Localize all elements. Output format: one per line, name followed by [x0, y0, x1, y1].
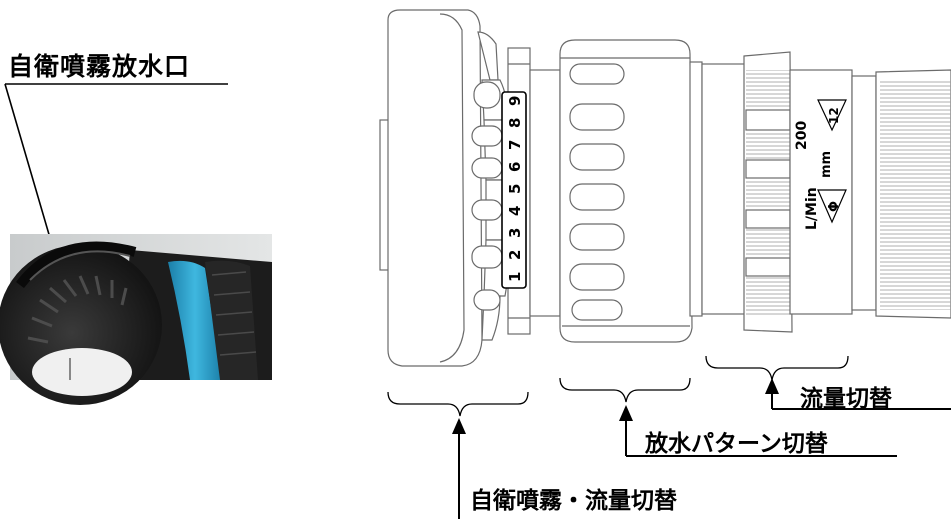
arrow-pattern [619, 405, 897, 457]
size-value: 12 [827, 107, 841, 124]
size-symbol: Φ [827, 201, 842, 212]
nozzle-photo [0, 234, 272, 405]
brace-flow [705, 355, 849, 381]
brace-pattern [559, 377, 691, 403]
dial-number: 6 [506, 162, 524, 172]
arrow-flow [765, 378, 951, 410]
dial-number: 5 [506, 184, 524, 194]
brace-self-fog [387, 391, 529, 417]
dial-number: 7 [506, 140, 524, 150]
dial-number: 3 [506, 228, 524, 238]
nozzle-drawing [379, 9, 951, 367]
label-pattern-switch: 放水パターン切替 [645, 431, 828, 457]
dial-number: 8 [506, 118, 524, 128]
flow-markings: 200 L/Min mm 12 Φ [794, 99, 847, 230]
flow-value: 200 [794, 121, 810, 150]
dial-number: 9 [506, 96, 524, 106]
label-flow-switch: 流量切替 [800, 386, 892, 412]
dial-number-list: 1 2 3 4 5 6 7 8 9 [506, 96, 524, 282]
dial-number: 2 [506, 250, 524, 260]
size-triangle-top [817, 99, 847, 132]
label-self-fog-outlet: 自衛噴霧放水口 [8, 52, 191, 81]
arrow-self-fog-flow [452, 418, 466, 519]
dial-number: 4 [506, 206, 524, 216]
size-triangle-bottom [817, 189, 847, 224]
unit-size: mm [819, 151, 834, 178]
unit-flow: L/Min [804, 187, 820, 230]
label-self-fog-flow-switch: 自衛噴霧・流量切替 [470, 488, 677, 514]
dial-number: 1 [506, 272, 524, 282]
